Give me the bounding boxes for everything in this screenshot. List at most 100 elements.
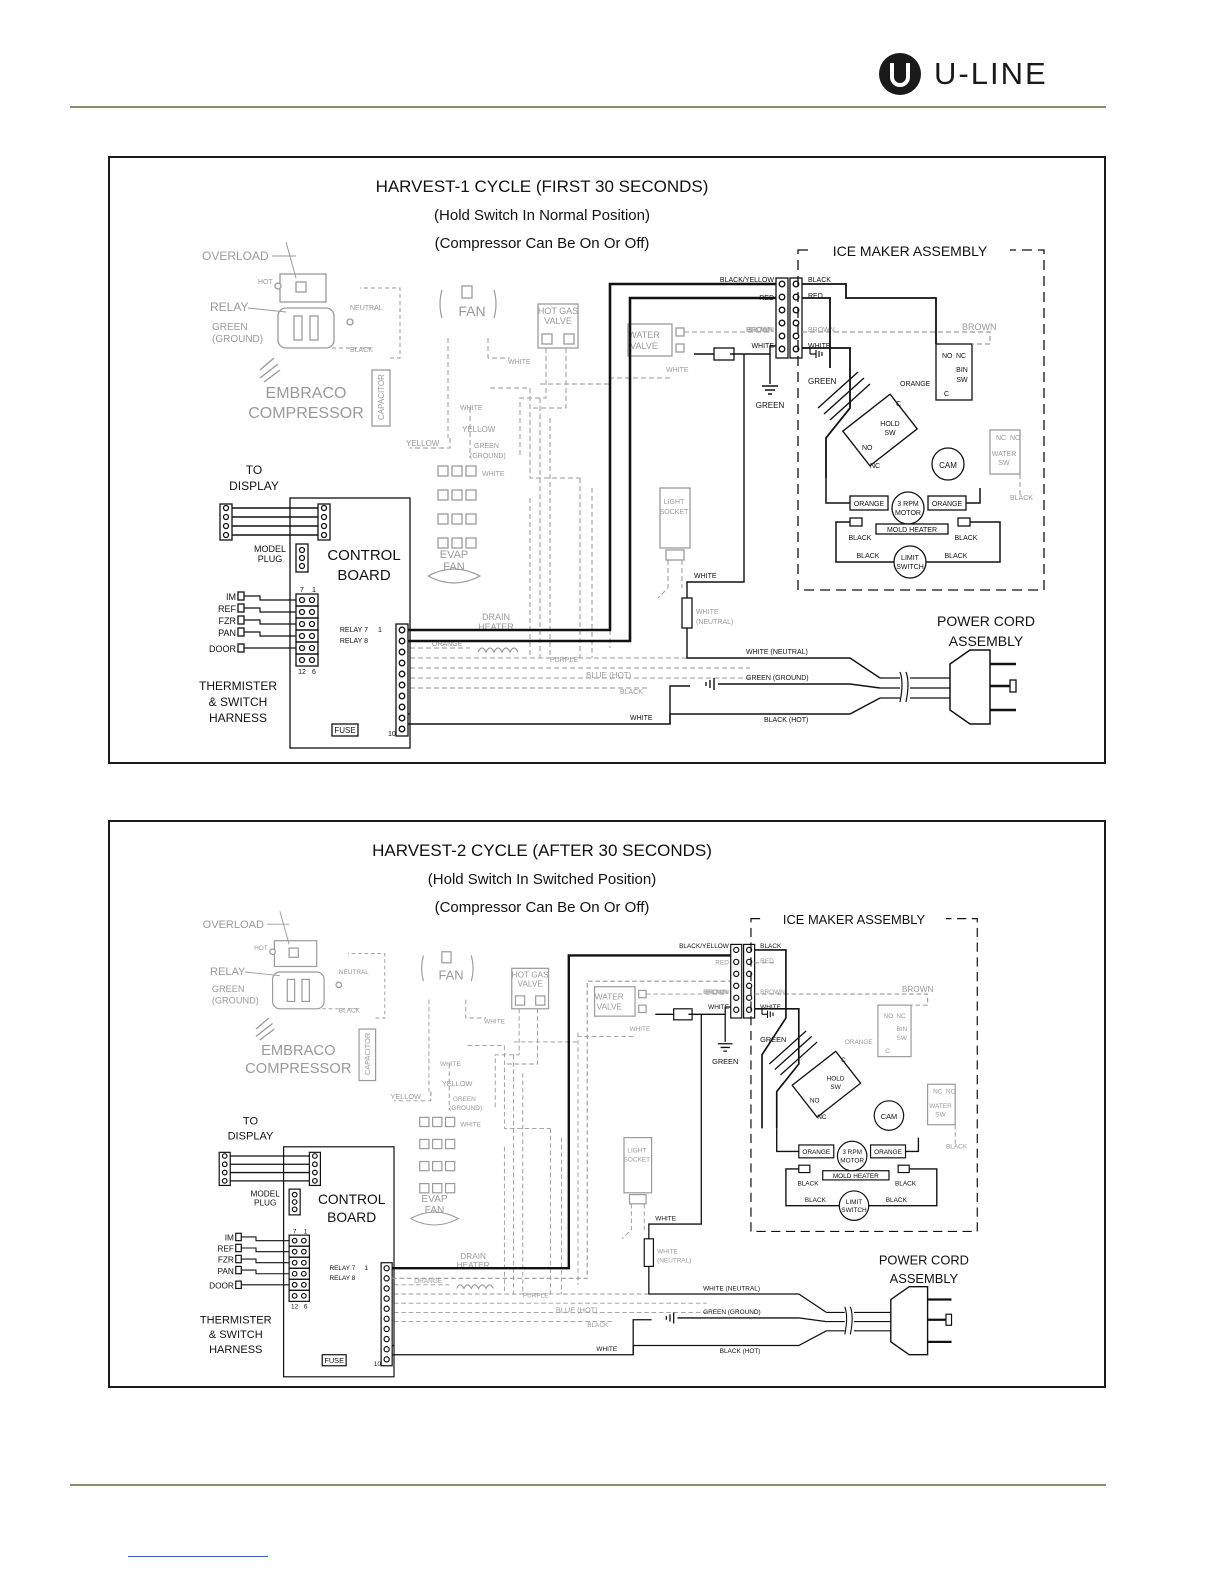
evap-fan-terminal xyxy=(465,513,477,525)
evap-fan-terminal xyxy=(419,1160,430,1172)
white-label: WHITE xyxy=(482,471,505,478)
brown-label: BROWN xyxy=(962,322,997,332)
green-ground-label: GREEN xyxy=(212,322,248,333)
hot-label: HOT xyxy=(258,279,274,286)
mold-heater-label: MOLD HEATER xyxy=(833,1173,879,1180)
hold-sw-label: HOLD xyxy=(827,1076,845,1083)
pin-label: 7 xyxy=(293,1228,297,1235)
terminal xyxy=(398,714,406,722)
evap-fan-terminal xyxy=(432,1160,443,1172)
green-label: (GROUND) xyxy=(470,453,506,460)
display-connector xyxy=(219,503,233,541)
power-plug-icon xyxy=(949,649,991,725)
connector-plug xyxy=(237,591,245,601)
terminal xyxy=(291,1292,298,1299)
no-label: NO xyxy=(1010,435,1021,442)
connector-plug xyxy=(237,615,245,625)
white-label: WHITE xyxy=(484,1019,505,1026)
drain-heater-coil xyxy=(477,647,519,654)
white-label: WHITE xyxy=(655,1215,676,1222)
black-label: BLACK xyxy=(805,1197,827,1204)
terminal xyxy=(398,681,406,689)
model-plug-label: PLUG xyxy=(254,1199,277,1208)
overload-lead xyxy=(279,911,290,945)
connector-label: PAN xyxy=(218,628,236,638)
terminal xyxy=(308,644,316,652)
wire xyxy=(263,369,281,383)
harness-label: HARNESS xyxy=(209,1344,262,1356)
wire xyxy=(504,1008,538,1065)
brand-name: U-LINE xyxy=(934,56,1048,91)
terminal xyxy=(398,670,406,678)
overload-box xyxy=(279,273,327,303)
red-wire xyxy=(802,297,831,368)
hot-terminal xyxy=(269,948,276,956)
fuse xyxy=(321,1354,347,1367)
white-label: WHITE xyxy=(666,367,689,374)
black-hot-label: BLACK (HOT) xyxy=(720,1348,761,1355)
evap-fan-terminal xyxy=(432,1183,443,1194)
green-ground-label: (GROUND) xyxy=(212,334,263,345)
wire xyxy=(519,348,547,458)
orange-label: ORANGE xyxy=(900,381,931,388)
evap-fan-terminal xyxy=(451,513,463,525)
fuse xyxy=(331,723,359,737)
evap-fan-terminal xyxy=(444,1116,456,1128)
compressor-label: EMBRACO xyxy=(266,385,347,402)
connector-plug xyxy=(235,1243,242,1253)
neutral-terminal xyxy=(346,318,354,326)
connector-label: REF xyxy=(217,1245,234,1254)
harness-label: & SWITCH xyxy=(209,1329,263,1341)
pin-label: 1 xyxy=(365,1265,369,1272)
evap-fan-blade-icon xyxy=(410,1211,460,1226)
drain-heater-label: HEATER xyxy=(478,622,514,632)
c-label: C xyxy=(896,401,901,408)
harness-wire xyxy=(241,1258,290,1264)
valve-terminal xyxy=(563,333,575,345)
to-display-label: TO xyxy=(243,1116,259,1128)
white-label: WHITE xyxy=(596,1346,617,1353)
terminal xyxy=(778,345,786,353)
connector-plug xyxy=(237,643,245,653)
diagram-subtitle: (Hold Switch In Switched Position) xyxy=(428,871,656,888)
terminal xyxy=(291,1281,298,1288)
compressor-label: COMPRESSOR xyxy=(248,405,364,422)
black-label: BLACK xyxy=(955,535,978,542)
terminal xyxy=(308,632,316,640)
terminal xyxy=(222,531,230,539)
mold-heater xyxy=(822,1170,890,1181)
pin-label: 12 xyxy=(291,1304,299,1311)
drain-heater-coil xyxy=(456,1284,494,1290)
terminal-block xyxy=(730,943,743,1019)
green-ground-label: (GROUND) xyxy=(212,995,259,1005)
white-label: WHITE xyxy=(630,1026,651,1033)
brown-label: BROWN xyxy=(808,327,835,334)
wire xyxy=(905,1137,920,1153)
terminal xyxy=(383,1335,390,1343)
bin-sw-label: SW xyxy=(956,377,968,384)
hot-terminal xyxy=(274,282,282,290)
green-label: GREEN xyxy=(756,401,785,410)
power-plug-icon xyxy=(890,1285,929,1356)
terminal xyxy=(300,1248,307,1255)
evap-fan-label: EVAP xyxy=(421,1194,447,1205)
relay-terminal xyxy=(301,978,310,1003)
terminal xyxy=(291,1270,298,1277)
evap-fan-terminal xyxy=(465,489,477,501)
terminal xyxy=(383,1325,390,1333)
terminal xyxy=(733,982,740,989)
terminal xyxy=(320,513,328,521)
brown-wire xyxy=(754,993,929,1006)
mold-heater-terminal xyxy=(957,517,971,527)
fan-bracket xyxy=(421,955,474,982)
fuse-label: FUSE xyxy=(324,1356,344,1365)
plug-prong xyxy=(1009,679,1017,693)
black-wire xyxy=(835,521,894,563)
wire-nut xyxy=(681,597,693,629)
connector-label: FZR xyxy=(218,1256,234,1265)
capacitor-label: CAPACITOR xyxy=(377,374,386,420)
pin-label: 10 xyxy=(388,731,396,738)
harness-wire xyxy=(244,619,296,625)
pin-label: 10 xyxy=(374,1361,382,1368)
wire xyxy=(465,999,487,1019)
